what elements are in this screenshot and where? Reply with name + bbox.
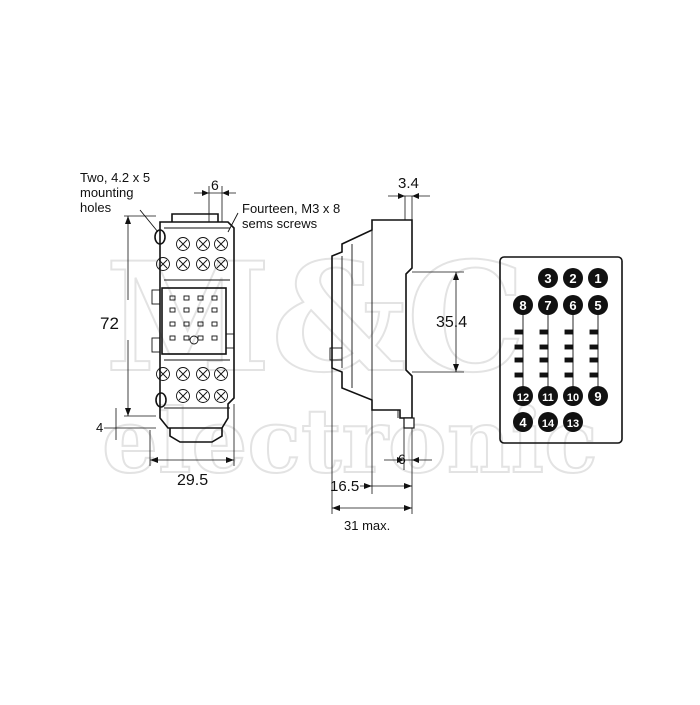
terminal-5 <box>588 295 608 315</box>
terminal-6 <box>563 295 583 315</box>
contact-mark <box>564 357 574 363</box>
contact-mark <box>539 357 549 363</box>
terminal-1 <box>588 268 608 288</box>
screw-head <box>214 257 228 271</box>
front-dimensions: 72 4 29.5 6 <box>96 177 239 489</box>
screw-head <box>196 257 210 271</box>
contact-mark <box>589 357 599 363</box>
dim-front-width: 29.5 <box>177 472 208 489</box>
contact-mark <box>539 344 549 350</box>
contact-mark <box>564 344 574 350</box>
terminal-13 <box>563 412 583 432</box>
terminal-4 <box>513 412 533 432</box>
terminal-label: 4 <box>519 415 527 430</box>
terminal-label: 6 <box>569 298 576 313</box>
screw-head <box>156 367 170 381</box>
contact-mark <box>564 329 574 335</box>
contact-mark <box>514 329 524 335</box>
screw-head <box>214 237 228 251</box>
terminal-label: 5 <box>594 298 601 313</box>
screw-head <box>214 389 228 403</box>
dim-side-foot: 6 <box>398 451 406 467</box>
screw-head <box>196 367 210 381</box>
svg-text:holes: holes <box>80 200 112 215</box>
svg-text:Two, 4.2 x 5: Two, 4.2 x 5 <box>80 170 150 185</box>
terminal-label: 3 <box>544 271 551 286</box>
side-dimensions: 3.4 35.4 6 16.5 31 max. <box>330 175 467 533</box>
terminal-label: 13 <box>567 418 579 430</box>
terminal-11 <box>538 386 558 406</box>
contact-mark <box>539 372 549 378</box>
dim-front-bottom: 4 <box>96 420 103 435</box>
contact-mark <box>514 344 524 350</box>
contact-mark <box>589 372 599 378</box>
terminal-7 <box>538 295 558 315</box>
contact-mark <box>564 372 574 378</box>
screw-head <box>196 389 210 403</box>
svg-text:sems screws: sems screws <box>242 216 318 231</box>
svg-text:mounting: mounting <box>80 185 133 200</box>
terminal-label: 12 <box>517 392 529 404</box>
dim-side-max: 31 max. <box>344 518 390 533</box>
screw-head <box>156 257 170 271</box>
screw-head <box>176 367 190 381</box>
dim-side-middle: 35.4 <box>436 314 467 331</box>
dim-side-top: 3.4 <box>398 175 419 192</box>
relay-pocket <box>161 287 227 355</box>
dim-front-height: 72 <box>100 314 119 333</box>
screw-head <box>214 367 228 381</box>
terminal-12 <box>513 386 533 406</box>
dim-front-top: 6 <box>211 177 219 193</box>
terminal-label: 2 <box>569 271 576 286</box>
screw-head <box>176 389 190 403</box>
terminal-label: 1 <box>594 271 601 286</box>
terminal-layout: 3 2 1 8 7 6 5 12 11 10 9 4 14 13 <box>499 256 623 444</box>
callout-mounting-holes: Two, 4.2 x 5 mounting holes <box>80 170 150 215</box>
screw-head <box>196 237 210 251</box>
terminal-14 <box>538 412 558 432</box>
contact-mark <box>514 357 524 363</box>
terminal-label: 11 <box>542 392 554 404</box>
dim-side-depth: 16.5 <box>330 478 359 495</box>
callout-screws: Fourteen, M3 x 8 sems screws <box>242 201 340 231</box>
terminal-label: 10 <box>567 392 579 404</box>
contact-mark <box>514 372 524 378</box>
contact-mark <box>589 329 599 335</box>
mounting-hole-top <box>154 229 166 245</box>
screw-head <box>176 257 190 271</box>
terminal-label: 8 <box>519 298 526 313</box>
screw-head <box>176 237 190 251</box>
terminal-label: 7 <box>544 298 551 313</box>
screw-terminals <box>156 237 228 403</box>
terminal-label: 14 <box>542 418 555 430</box>
mounting-hole-bottom <box>155 392 167 408</box>
contact-mark <box>589 344 599 350</box>
terminal-9 <box>588 386 608 406</box>
svg-text:Fourteen, M3 x 8: Fourteen, M3 x 8 <box>242 201 340 216</box>
terminal-10 <box>563 386 583 406</box>
terminal-3 <box>538 268 558 288</box>
terminal-layout-frame <box>499 256 623 444</box>
terminal-2 <box>563 268 583 288</box>
terminal-8 <box>513 295 533 315</box>
watermark-bottom: electronic <box>102 389 598 493</box>
terminal-label: 9 <box>594 389 601 404</box>
contact-mark <box>539 329 549 335</box>
front-view <box>151 213 235 443</box>
